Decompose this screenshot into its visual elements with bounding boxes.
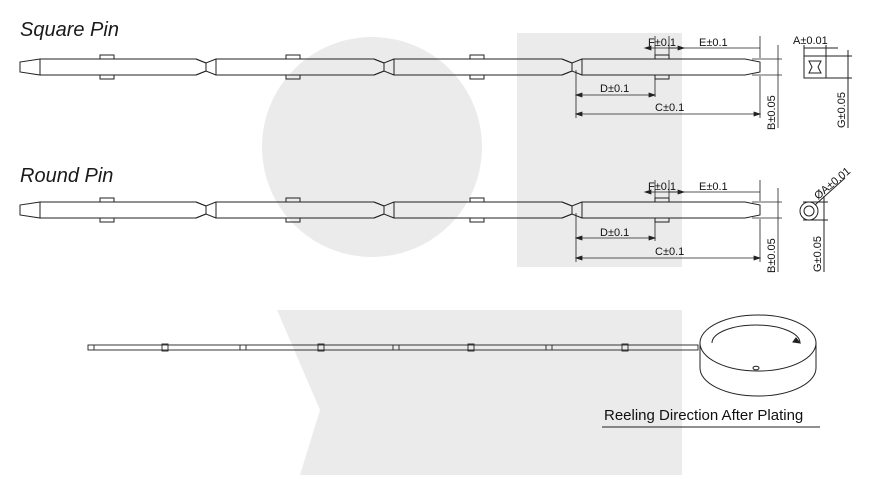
square-pin-dimensions (574, 36, 782, 128)
round-pin-title: Round Pin (20, 165, 114, 187)
reel-drum (699, 314, 817, 397)
square-dim-c-label: C±0.1 (655, 102, 684, 114)
round-dim-a-label: ØA±0.01 (812, 165, 853, 202)
reel-caption: Reeling Direction After Plating (604, 407, 804, 424)
square-dim-d-label: D±0.1 (600, 83, 629, 95)
square-pin-strip (19, 54, 761, 80)
square-dim-b-label: B±0.05 (766, 95, 778, 130)
square-dim-f-label: F±0.1 (648, 37, 676, 49)
square-pin-title: Square Pin (20, 19, 119, 41)
square-dim-e-label: E±0.1 (699, 37, 728, 49)
square-pin-cross-section (803, 45, 852, 128)
round-dim-g-label: G±0.05 (812, 236, 824, 272)
round-dim-f-label: F±0.1 (648, 181, 676, 193)
round-dim-b-label: B±0.05 (766, 238, 778, 273)
square-dim-g-label: G±0.05 (836, 92, 848, 128)
round-dim-c-label: C±0.1 (655, 246, 684, 258)
round-pin-cross-section (799, 177, 846, 272)
square-dim-a-label: A±0.01 (793, 35, 828, 47)
round-pin-dimensions (574, 180, 782, 272)
round-pin-strip (19, 197, 761, 223)
round-dim-d-label: D±0.1 (600, 227, 629, 239)
reeled-strip (87, 343, 699, 352)
round-dim-e-label: E±0.1 (699, 181, 728, 193)
